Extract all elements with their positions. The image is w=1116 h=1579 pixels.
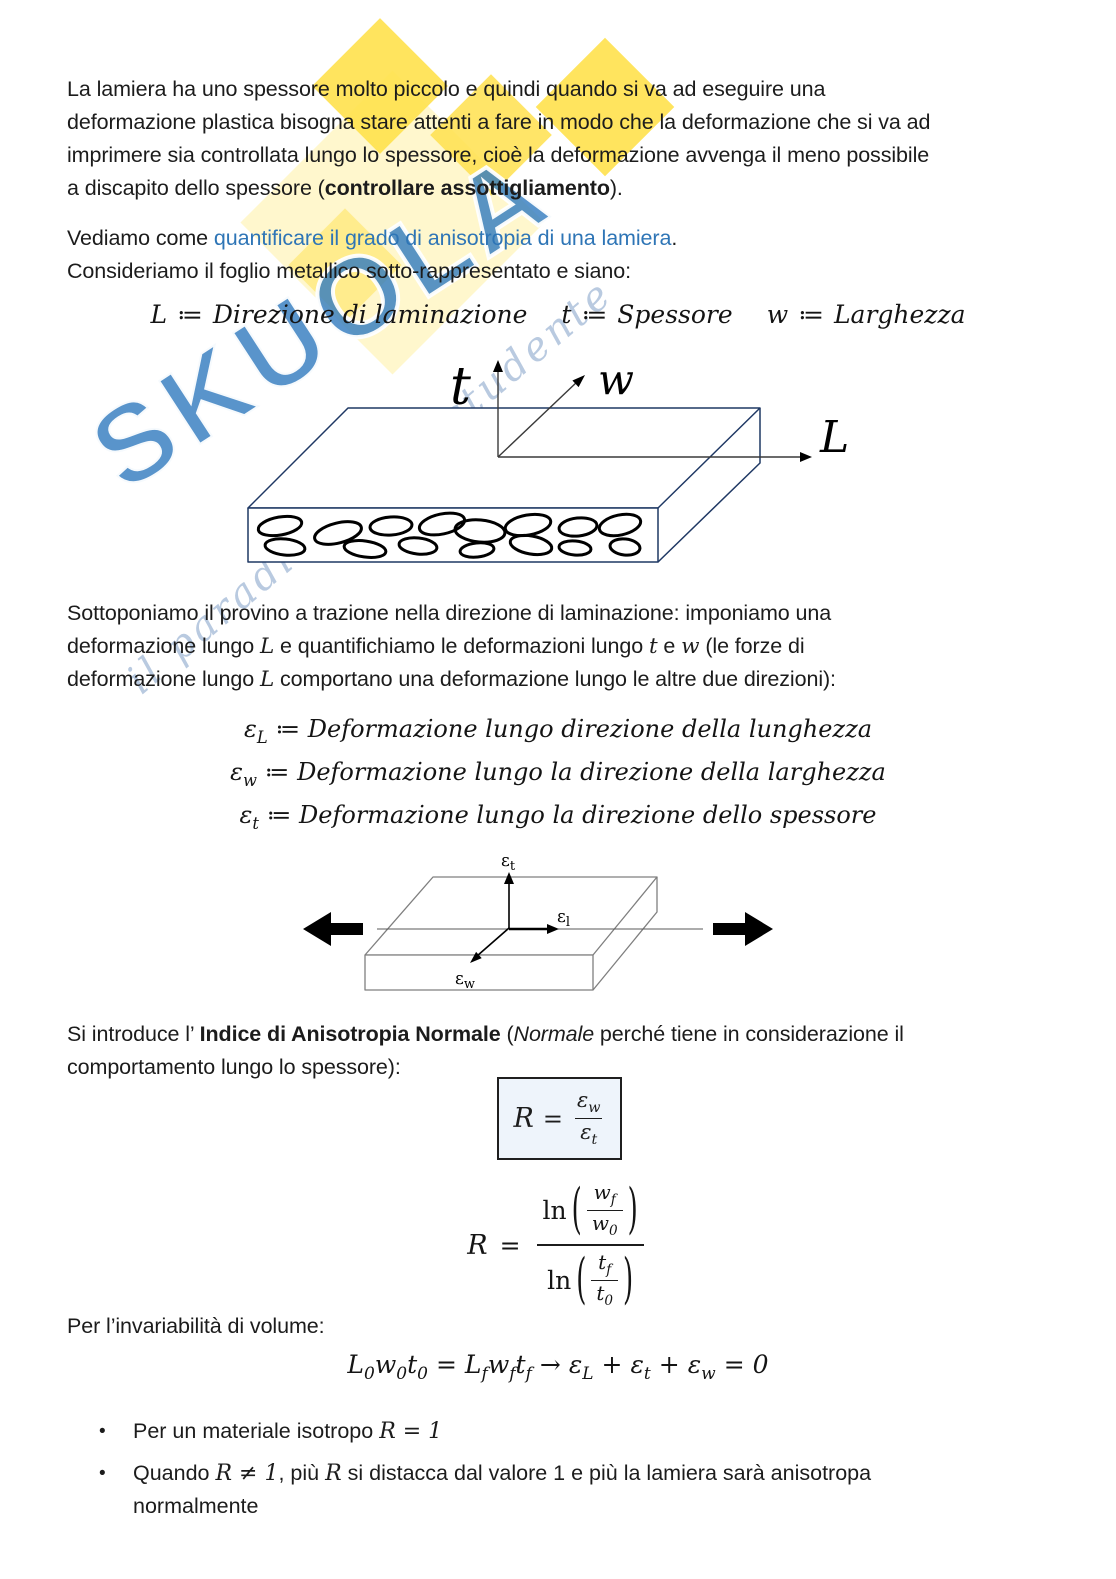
para-intro-line3: imprimere sia controllata lungo lo spess… [67, 143, 930, 167]
para-consideriamo: Consideriamo il foglio metallico sotto-r… [67, 259, 631, 283]
strain-arrows [470, 872, 559, 963]
def-w-text: Larghezza [833, 300, 966, 329]
def-t-text: Spessore [617, 300, 733, 329]
bold-controllare: controllare assottigliamento [324, 176, 610, 200]
eps-def-w: εw ≔ Deformazione lungo la direzione del… [230, 757, 886, 790]
sheet-box [247, 407, 761, 563]
def-L-symbol: L [150, 300, 168, 329]
para-sottoponiamo: Sottoponiamo il provino a trazione nella… [67, 601, 836, 692]
axis-L-label: L [819, 412, 849, 463]
sheet-axes-diagram: t w L [247, 355, 849, 563]
eps-t-label: εt [501, 851, 516, 874]
para-intro-line1: La lamiera ha uno spessore molto piccolo… [67, 77, 826, 101]
eps-def-L: εL ≔ Deformazione lungo direzione della … [243, 715, 873, 747]
para-indice: Si introduce l’ Indice di Anisotropia No… [67, 1022, 904, 1079]
tension-arrow-right [713, 912, 773, 946]
bold-indice: Indice di Anisotropia Normale [199, 1022, 501, 1046]
r-fraction: εw εt [575, 1088, 603, 1149]
para-volume: Per l’invariabilità di volume: [67, 1314, 325, 1338]
eps-w-label: εw [455, 969, 475, 992]
bullet-marker: • [99, 1463, 106, 1484]
eps-def-t: εt ≔ Deformazione lungo la direzione del… [239, 800, 877, 833]
bullet-marker: • [99, 1421, 106, 1442]
def-L-text: Direzione di laminazione [212, 300, 528, 329]
eps-l-label: εl [557, 907, 570, 930]
eps-definitions: εL ≔ Deformazione lungo direzione della … [0, 712, 1116, 840]
axis-w-label: w [598, 355, 634, 404]
para-intro-line4: a discapito dello spessore (controllare … [67, 176, 623, 200]
axes [493, 360, 812, 462]
r-formula-box: R = εw εt [497, 1077, 622, 1160]
highlight-anisotropia: quantificare il grado di anisotropia di … [213, 226, 672, 250]
grain-blobs [256, 511, 643, 559]
bullet-item-1: •Per un materiale isotropo R = 1 [99, 1415, 442, 1448]
para-intro: La lamiera ha uno spessore molto piccolo… [67, 73, 930, 205]
r-log-formula: R = ln ( wf w0 ) ln ( tf t0 [0, 1176, 1116, 1315]
def-t-symbol: t [561, 300, 572, 329]
def-w-symbol: w [766, 300, 789, 329]
volume-equation: L0w0t0=Lfwftf→εL+εt+εw=0 [347, 1350, 769, 1384]
bullet-item-2: •Quando R ≠ 1, più R si distacca dal val… [99, 1457, 871, 1523]
para-intro-line2: deformazione plastica bisogna stare atte… [67, 110, 931, 134]
axis-t-label: t [450, 357, 471, 417]
tension-arrow-left [303, 912, 363, 946]
slab [364, 876, 658, 991]
para-vediamo: Vediamo come quantificare il grado di an… [67, 226, 678, 250]
strain-diagram: εt εl εw [303, 851, 773, 992]
